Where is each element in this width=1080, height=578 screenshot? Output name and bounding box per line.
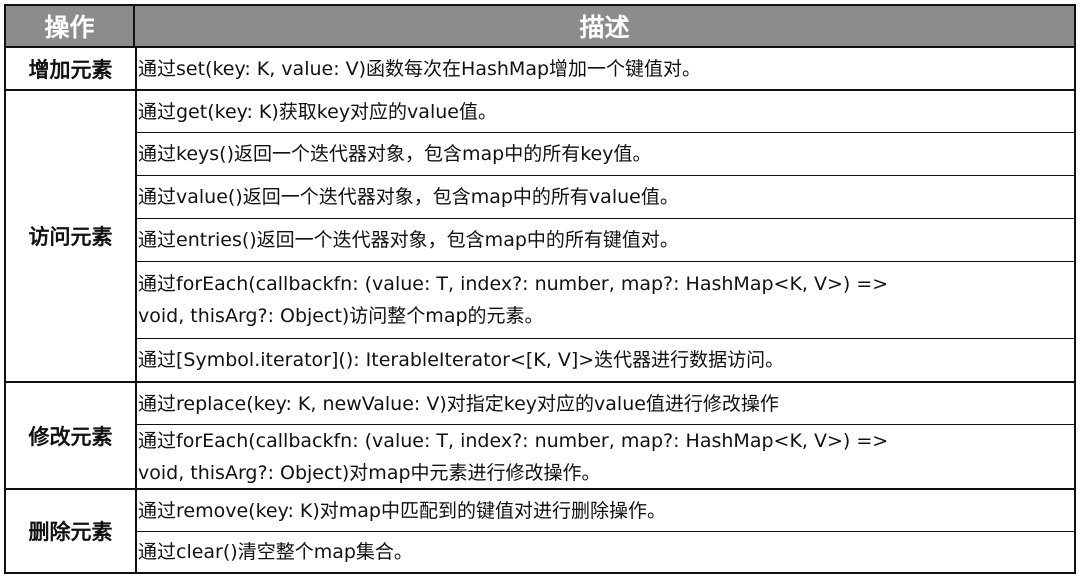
description-entries: 通过entries()返回一个迭代器对象，包含map中的所有键值对。	[138, 229, 679, 251]
row-separator	[135, 175, 1074, 176]
description-remove: 通过remove(key: K)对map中匹配到的键值对进行删除操作。	[138, 499, 666, 522]
description-foreach-access: 通过forEach(callbackfn: (value: T, index?:…	[138, 273, 889, 327]
operation-modify: 修改元素	[28, 424, 113, 449]
row-separator	[135, 424, 1074, 425]
row-separator	[135, 531, 1074, 532]
row-separator	[135, 218, 1074, 219]
description-get: 通过get(key: K)获取key对应的value值。	[138, 100, 497, 123]
row-separator	[135, 338, 1074, 339]
description-replace: 通过replace(key: K, newValue: V)对指定key对应的v…	[138, 392, 779, 415]
group-separator	[6, 46, 1074, 48]
description-foreach-modify: 通过forEach(callbackfn: (value: T, index?:…	[138, 429, 889, 484]
header-operation: 操作	[6, 6, 135, 46]
group-separator	[6, 488, 1074, 490]
column-divider	[135, 46, 137, 572]
row-separator	[135, 132, 1074, 133]
description-value: 通过value()返回一个迭代器对象，包含map中的所有value值。	[138, 186, 679, 208]
header-description: 描述	[135, 6, 1074, 46]
operation-add: 增加元素	[28, 57, 113, 82]
group-separator	[6, 89, 1074, 91]
operation-access: 访问元素	[28, 225, 113, 249]
row-separator	[135, 261, 1074, 262]
hashmap-operations-table: 操作 描述 增加元素 访问元素 修改元素 删除元素 通过set(key: K, …	[4, 4, 1076, 574]
description-set: 通过set(key: K, value: V)函数每次在HashMap增加一个键…	[138, 57, 702, 80]
description-iterator: 通过[Symbol.iterator](): IterableIterator<…	[138, 349, 785, 371]
description-keys: 通过keys()返回一个迭代器对象，包含map中的所有key值。	[138, 143, 652, 165]
group-separator	[6, 381, 1074, 383]
description-clear: 通过clear()清空整个map集合。	[138, 541, 413, 563]
operation-delete: 删除元素	[28, 520, 113, 544]
